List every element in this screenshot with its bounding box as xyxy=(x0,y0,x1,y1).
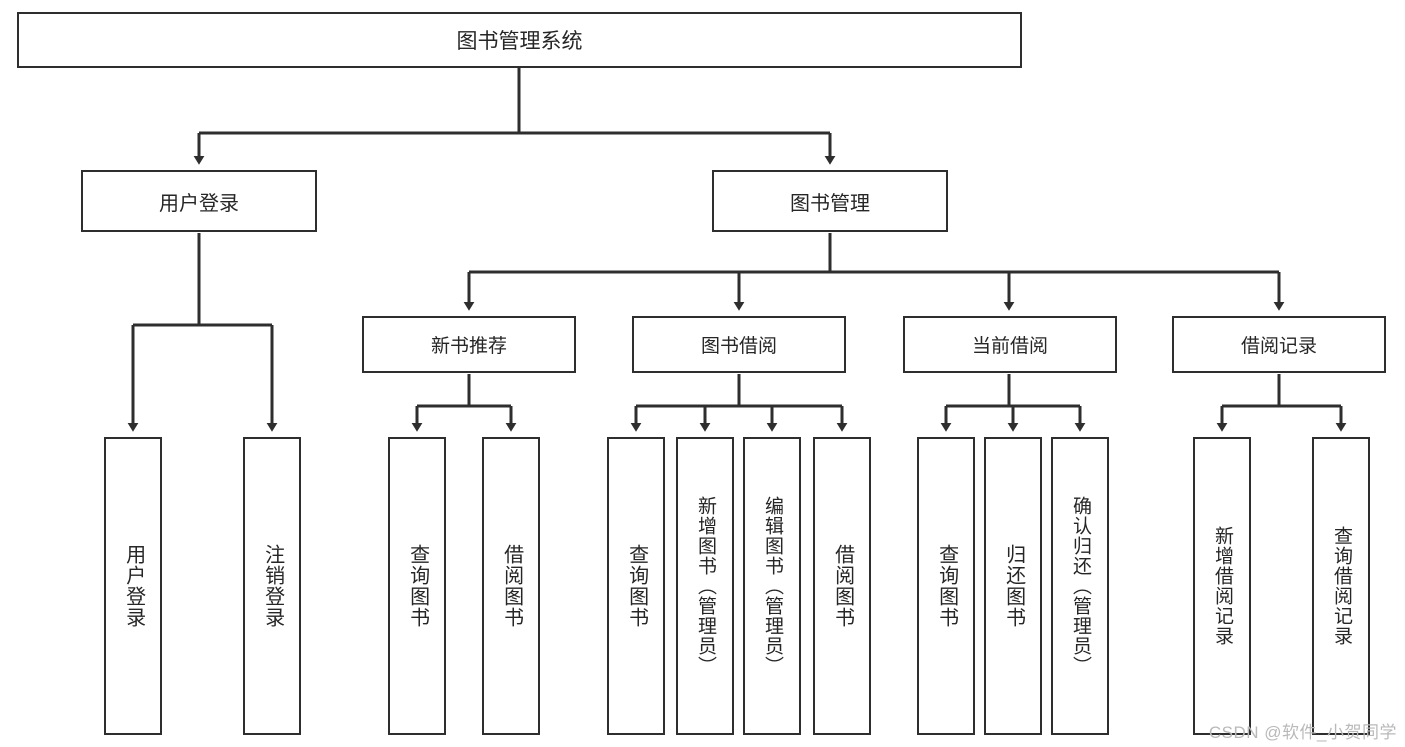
leaf-borrow-record-add[interactable]: 新增借阅记录 xyxy=(1193,437,1251,735)
node-label: 查询图书 xyxy=(625,544,648,628)
node-label: 查询借阅记录 xyxy=(1331,526,1353,646)
node-label: 注销登录 xyxy=(261,544,284,628)
csdn-watermark: CSDN @软件_小贺同学 xyxy=(1208,723,1397,742)
node-label: 确认归还（管理员） xyxy=(1070,496,1092,676)
leaf-book-borrow-query[interactable]: 查询图书 xyxy=(607,437,665,735)
node-label: 编辑图书（管理员） xyxy=(762,496,784,676)
node-label: 新增图书（管理员） xyxy=(695,496,717,676)
leaf-new-book-query[interactable]: 查询图书 xyxy=(388,437,446,735)
leaf-book-borrow-edit[interactable]: 编辑图书（管理员） xyxy=(743,437,801,735)
node-label: 图书借阅 xyxy=(700,336,777,357)
node-label: 查询图书 xyxy=(406,544,429,628)
node-label: 用户登录 xyxy=(159,192,239,215)
node-book-borrow[interactable]: 图书借阅 xyxy=(632,316,846,373)
node-label: 用户登录 xyxy=(122,544,145,628)
leaf-current-borrow-query[interactable]: 查询图书 xyxy=(917,437,975,735)
node-label: 图书管理系统 xyxy=(456,30,583,53)
node-current-borrow[interactable]: 当前借阅 xyxy=(903,316,1117,373)
node-label: 借阅图书 xyxy=(500,544,523,628)
leaf-current-borrow-confirm-return[interactable]: 确认归还（管理员） xyxy=(1051,437,1109,735)
node-root-system[interactable]: 图书管理系统 xyxy=(17,12,1022,68)
node-user-login[interactable]: 用户登录 xyxy=(81,170,317,232)
leaf-user-login-signout[interactable]: 注销登录 xyxy=(243,437,301,735)
leaf-borrow-record-query[interactable]: 查询借阅记录 xyxy=(1312,437,1370,735)
node-label: 图书管理 xyxy=(790,192,870,215)
node-label: 借阅图书 xyxy=(831,544,854,628)
node-book-management[interactable]: 图书管理 xyxy=(712,170,948,232)
leaf-book-borrow-add[interactable]: 新增图书（管理员） xyxy=(676,437,734,735)
node-label: 归还图书 xyxy=(1002,544,1025,628)
node-label: 借阅记录 xyxy=(1240,336,1317,357)
node-new-book-recommend[interactable]: 新书推荐 xyxy=(362,316,576,373)
leaf-current-borrow-return[interactable]: 归还图书 xyxy=(984,437,1042,735)
node-label: 新书推荐 xyxy=(430,336,507,357)
node-label: 查询图书 xyxy=(935,544,958,628)
leaf-new-book-borrow[interactable]: 借阅图书 xyxy=(482,437,540,735)
leaf-user-login-signin[interactable]: 用户登录 xyxy=(104,437,162,735)
node-borrow-record[interactable]: 借阅记录 xyxy=(1172,316,1386,373)
node-label: 新增借阅记录 xyxy=(1212,526,1234,646)
node-label: 当前借阅 xyxy=(971,336,1048,357)
leaf-book-borrow-borrow[interactable]: 借阅图书 xyxy=(813,437,871,735)
